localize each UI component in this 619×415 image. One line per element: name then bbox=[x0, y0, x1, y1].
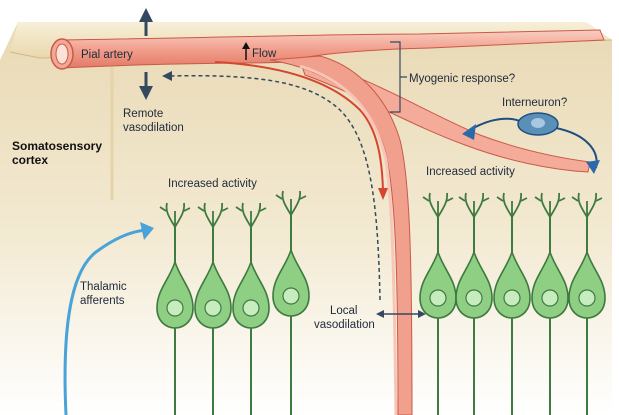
thalamic-afferents-label-line2: afferents bbox=[80, 295, 125, 307]
local-vasodilation-label-line2: vasodilation bbox=[314, 319, 375, 331]
thalamic-afferents-label-line1: Thalamic bbox=[80, 281, 127, 293]
cortex-label-line2: cortex bbox=[12, 153, 48, 167]
increased-activity-label-right: Increased activity bbox=[426, 166, 515, 178]
cortex-tissue-block bbox=[0, 22, 612, 415]
local-vasodilation-label-line1: Local bbox=[330, 305, 358, 317]
pial-artery-label: Pial artery bbox=[81, 49, 133, 61]
interneuron-label: Interneuron? bbox=[502, 97, 567, 109]
flow-label: Flow bbox=[252, 48, 277, 60]
remote-vasodilation-label-line1: Remote bbox=[123, 108, 163, 120]
increased-activity-label-left: Increased activity bbox=[168, 178, 257, 190]
cortex-label-line1: Somatosensory bbox=[12, 139, 102, 153]
remote-vasodilation-label-line2: vasodilation bbox=[123, 122, 184, 134]
myogenic-response-label: Myogenic response? bbox=[409, 73, 515, 85]
